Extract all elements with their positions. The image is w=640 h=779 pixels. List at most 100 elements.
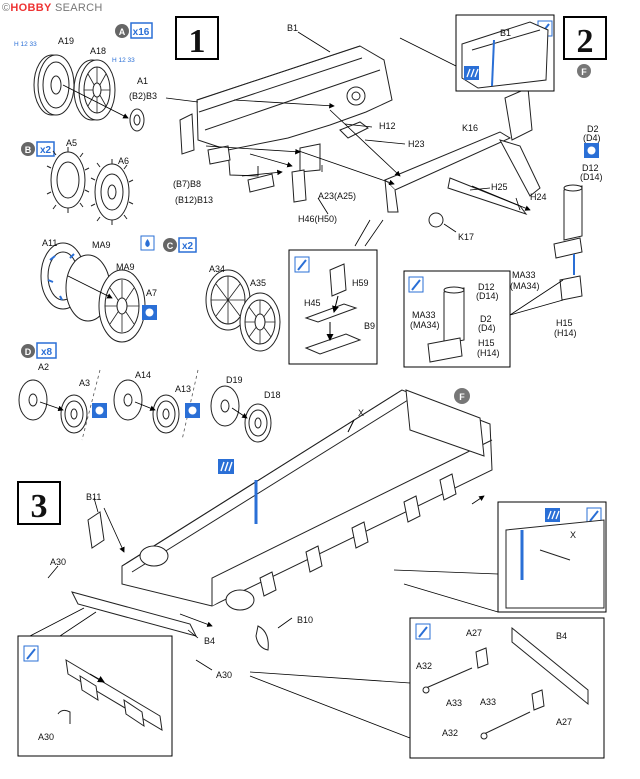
part-label: H25	[491, 182, 508, 192]
part-label: H23	[408, 139, 425, 149]
idler-a11-a7	[40, 242, 146, 343]
glue-icon	[584, 143, 599, 158]
part-label: A6	[118, 156, 129, 166]
part-label: H15	[556, 318, 573, 328]
step-2-number: 2	[577, 23, 594, 60]
watermark: ©HOBBY SEARCH	[2, 2, 103, 14]
sprue-f-badge-step2: F	[577, 64, 591, 78]
part-label: A33	[480, 697, 496, 707]
part-label: (D4)	[478, 323, 496, 333]
part-label: B1	[287, 23, 298, 33]
part-label: A27	[466, 628, 482, 638]
part-label: A11	[42, 238, 57, 248]
arm-k16	[384, 87, 541, 228]
part-label: (H14)	[477, 348, 500, 358]
paint-code-a18: H 12 33	[112, 57, 135, 64]
step-3-box: 3	[17, 481, 61, 525]
svg-text:x16: x16	[133, 27, 150, 38]
part-label: D2	[480, 314, 492, 324]
svg-text:x2: x2	[40, 145, 52, 156]
part-label: (MA34)	[510, 281, 540, 291]
part-label: H59	[352, 278, 369, 288]
svg-text:F: F	[581, 67, 587, 77]
part-label: A32	[442, 728, 458, 738]
part-label: (B2)B3	[129, 91, 157, 101]
part-label: A3	[79, 378, 90, 388]
svg-text:x2: x2	[182, 241, 194, 252]
glue-icon	[142, 305, 157, 320]
part-label: H24	[530, 192, 547, 202]
inset-hull-x: X	[497, 501, 607, 613]
part-label: H15	[478, 338, 495, 348]
leader-lines-step1	[165, 31, 564, 316]
svg-text:H 12 33: H 12 33	[14, 41, 37, 48]
arrows-step1	[205, 99, 531, 211]
paint-drop-icon	[140, 235, 155, 251]
part-label: MA33	[512, 270, 536, 280]
part-label: A18	[90, 46, 106, 56]
sprue-d-badge: D x8	[21, 342, 57, 359]
part-label: (B12)B13	[175, 195, 213, 205]
leader-lines-step3	[29, 497, 499, 739]
part-label: A14	[135, 370, 151, 380]
part-label: D19	[226, 375, 243, 385]
part-label: A33	[446, 698, 462, 708]
glue-icon	[185, 403, 200, 418]
svg-text:x8: x8	[41, 347, 53, 358]
sprocket-a5-a6	[46, 147, 134, 225]
part-label: (MA34)	[410, 320, 440, 330]
svg-text:A: A	[119, 27, 126, 37]
plate-icon-lines	[220, 461, 233, 472]
step-2-box: 2	[563, 16, 607, 60]
part-label: A30	[50, 557, 66, 567]
inset-h59-h45-b9: H59 H45 B9	[288, 249, 378, 365]
svg-text:C: C	[167, 241, 174, 251]
part-label: (B7)B8	[173, 179, 201, 189]
part-label: B9	[364, 321, 375, 331]
hull-x	[71, 389, 493, 651]
part-label: X	[570, 530, 576, 540]
svg-text:D: D	[25, 347, 32, 357]
part-label: K16	[462, 123, 478, 133]
part-label: B10	[297, 615, 313, 625]
part-label: MA33	[412, 310, 436, 320]
part-label: X	[358, 408, 364, 418]
part-label: (D4)	[583, 133, 601, 143]
step-1-number: 1	[189, 23, 206, 60]
step1-labels: A19 A18 A1 A5 A6 A11 MA9 MA9 A7 A34 A35 …	[38, 23, 603, 400]
glue-icon	[92, 403, 107, 418]
part-label: A32	[416, 661, 432, 671]
part-label: H45	[304, 298, 321, 308]
svg-text:B: B	[25, 145, 32, 155]
step-3-number: 3	[31, 488, 48, 525]
part-label: D2	[587, 124, 599, 134]
part-label: H46(H50)	[298, 214, 337, 224]
part-label: A13	[175, 384, 191, 394]
part-label: A5	[66, 138, 77, 148]
sprue-c-badge: C x2	[163, 237, 197, 253]
part-label: K17	[458, 232, 474, 242]
part-label: A2	[38, 362, 49, 372]
svg-text:F: F	[459, 392, 465, 402]
part-label: A19	[58, 36, 74, 46]
svg-text:H 12 33: H 12 33	[112, 57, 135, 64]
part-label: A30	[216, 670, 232, 680]
part-label: B11	[86, 492, 101, 502]
wheel-a34-a35	[205, 269, 281, 352]
part-label: A30	[38, 732, 54, 742]
part-label: A34	[209, 264, 225, 274]
ma33-h15-external-labels: MA33 (MA34) H15 (H14)	[510, 270, 577, 338]
part-d2-d12	[553, 184, 583, 301]
road-wheels-a19-a18	[33, 54, 145, 132]
part-label: A27	[556, 717, 572, 727]
idler-row	[18, 369, 272, 443]
part-label: H12	[379, 121, 396, 131]
part-label: MA9	[116, 262, 135, 272]
sprue-b-badge: B x2	[21, 141, 55, 157]
paint-code-a19: H 12 33	[14, 41, 37, 48]
part-label: B4	[556, 631, 567, 641]
part-label: B1	[500, 28, 511, 38]
part-label: D18	[264, 390, 281, 400]
